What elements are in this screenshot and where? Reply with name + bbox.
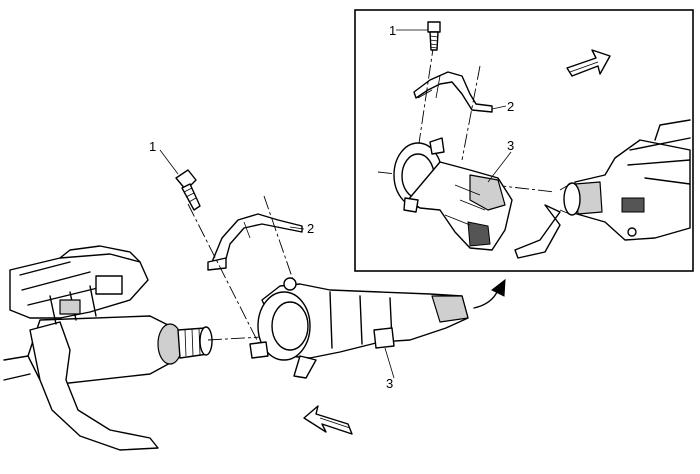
main-callout-bracket: 2: [307, 221, 314, 236]
inset-steering-column: [514, 119, 691, 259]
main-callout-housing: 3: [386, 376, 393, 391]
inset-callout-housing: 3: [507, 138, 514, 153]
inset-leader-2: [491, 105, 507, 110]
main-bracket-axis: [263, 195, 301, 301]
main-bracket: [207, 213, 303, 271]
main-direction-arrow: [303, 405, 353, 435]
main-switch-housing: [249, 277, 469, 379]
inset-bracket-axis: [461, 65, 481, 161]
main-steering-column: [3, 245, 213, 451]
inset-switch-housing: [393, 137, 513, 251]
main-leader-1: [159, 149, 179, 175]
main-leader-2: [289, 226, 305, 230]
main-bolt-axis: [187, 203, 263, 351]
detail-pointer-arrow: [473, 278, 506, 309]
inset-bolt: [427, 21, 441, 51]
inset-bracket: [413, 71, 493, 113]
inset-leader-3: [487, 151, 512, 183]
main-bolt: [175, 169, 201, 211]
inset-callout-bracket: 2: [507, 99, 514, 114]
inset-bolt-axis: [417, 41, 435, 151]
main-leader-3: [384, 347, 395, 379]
inset-direction-arrow: [566, 49, 611, 77]
inset-callout-bolt: 1: [389, 23, 396, 38]
main-callout-bolt: 1: [149, 139, 156, 154]
inset-detail: 1 2 3: [354, 9, 694, 272]
